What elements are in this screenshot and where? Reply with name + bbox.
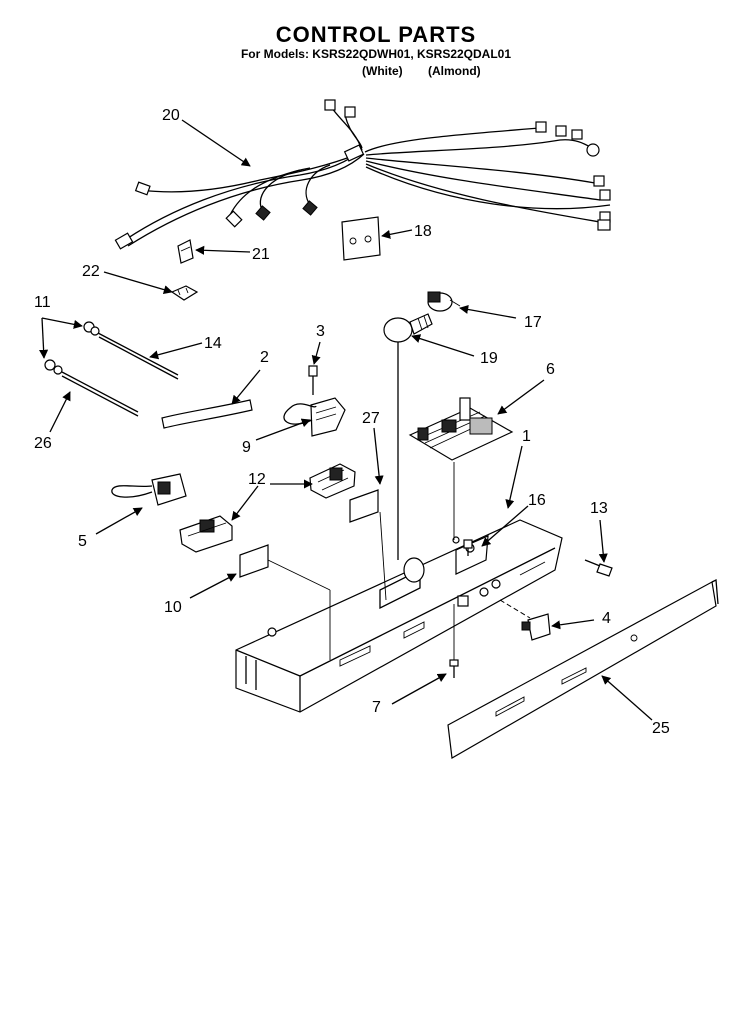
callout-11: 11 — [34, 294, 51, 311]
bracket-4 — [521, 613, 551, 641]
label-10 — [239, 544, 269, 578]
callout-5: 5 — [78, 533, 87, 550]
light-rods — [44, 321, 179, 417]
callout-2: 2 — [260, 349, 269, 366]
callout-26: 26 — [34, 435, 52, 452]
callout-7: 7 — [372, 699, 381, 716]
label-27 — [349, 489, 379, 523]
trim-panel — [447, 578, 719, 759]
insulator-plate — [341, 216, 381, 261]
screw-7 — [449, 659, 459, 678]
tube-2 — [161, 399, 253, 429]
callout-12: 12 — [248, 471, 266, 488]
callout-18: 18 — [414, 223, 432, 240]
light-bulb — [383, 313, 433, 343]
control-housing — [235, 519, 563, 713]
callout-1: 1 — [522, 428, 531, 445]
callout-22: 22 — [82, 263, 100, 280]
callout-19: 19 — [480, 350, 498, 367]
callout-9: 9 — [242, 439, 251, 456]
wiring-harness — [114, 99, 611, 250]
switch-12-upper — [309, 463, 356, 499]
switch-9 — [283, 365, 346, 437]
wire-clip-21 — [177, 239, 194, 264]
callout-6: 6 — [546, 361, 555, 378]
callout-4: 4 — [602, 610, 611, 627]
screw-13 — [584, 559, 613, 577]
control-board — [408, 397, 514, 461]
callout-13: 13 — [590, 500, 608, 517]
callout-arrows — [39, 119, 653, 721]
wire-clip-22 — [170, 285, 199, 301]
callout-16: 16 — [528, 492, 546, 509]
lamp-socket — [427, 291, 461, 312]
callout-10: 10 — [164, 599, 182, 616]
variant-almond: (Almond) — [428, 64, 481, 78]
screw-16 — [463, 539, 473, 556]
variant-white: (White) — [362, 64, 403, 78]
callout-17: 17 — [524, 314, 542, 331]
callout-21: 21 — [252, 246, 270, 263]
callout-25: 25 — [652, 720, 670, 737]
switch-12-lower — [179, 515, 233, 553]
color-variants: (White) (Almond) — [362, 64, 481, 78]
callout-3: 3 — [316, 323, 325, 340]
callout-labels: 20 18 21 22 11 14 3 17 19 2 26 6 9 27 1 … — [34, 107, 670, 737]
models-subtitle: For Models: KSRS22QDWH01, KSRS22QDAL01 — [240, 47, 512, 61]
callout-14: 14 — [204, 335, 222, 352]
page-title: CONTROL PARTS — [275, 22, 477, 47]
callout-27: 27 — [362, 410, 380, 427]
callout-20: 20 — [162, 107, 180, 124]
switch-5 — [111, 473, 187, 506]
assembly-guide-lines — [267, 342, 455, 660]
